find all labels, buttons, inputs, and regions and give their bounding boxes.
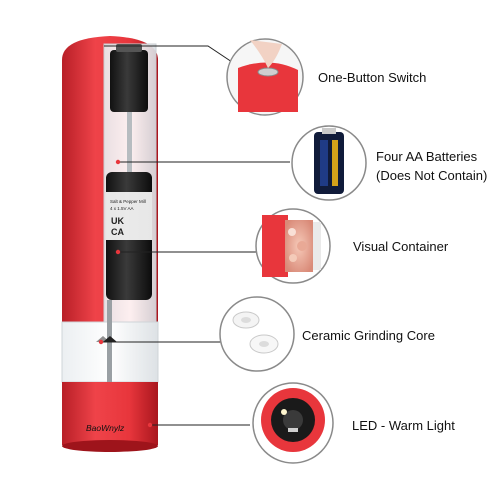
red-base bbox=[62, 382, 158, 450]
device-sticker: Salt & Pepper Mill 4 x 1.5V AA UK CA bbox=[110, 199, 146, 237]
sticker-line2: 4 x 1.5V AA bbox=[110, 206, 134, 211]
finger-icon bbox=[250, 40, 282, 68]
sticker-line1: Salt & Pepper Mill bbox=[110, 199, 146, 204]
feature-label-ceramic-core: Ceramic Grinding Core bbox=[302, 328, 435, 343]
container-detail-circle bbox=[255, 208, 331, 284]
grinder bbox=[61, 36, 159, 452]
led-detail-circle bbox=[252, 382, 334, 464]
switch-housing bbox=[110, 50, 148, 112]
brand-logo: BaoWnylz bbox=[86, 423, 125, 433]
batteries-detail-circle bbox=[291, 125, 367, 201]
feature-label-batteries: Four AA Batteries (Does Not Contain) bbox=[376, 149, 488, 183]
sticker-line3: UK bbox=[111, 216, 124, 226]
feature-label-led: LED - Warm Light bbox=[352, 418, 455, 433]
feature-label-switch: One-Button Switch bbox=[318, 70, 427, 85]
sticker-line4: CA bbox=[111, 227, 124, 237]
switch-detail-circle bbox=[226, 38, 304, 116]
ceramic-core-detail-circle bbox=[219, 296, 295, 372]
feature-label-container: Visual Container bbox=[353, 239, 449, 254]
